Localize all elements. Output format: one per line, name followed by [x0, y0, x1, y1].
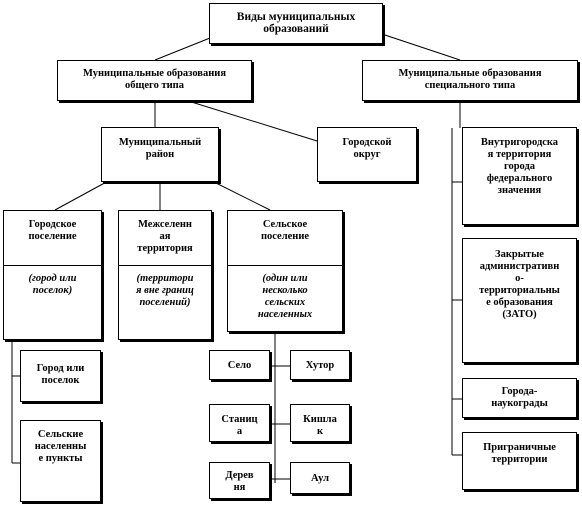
khutor-label: Хутор	[305, 360, 335, 371]
town-or-village-label: Город или поселок	[36, 363, 85, 386]
rural-localities-label: Сельские населенны е пункты	[34, 429, 87, 464]
derevnya-label: Дерев ня	[225, 470, 254, 493]
border-territories-label: Приграничные территории	[483, 442, 556, 465]
special-type-label: Муниципальные образования специального т…	[398, 68, 542, 91]
inter-settlement-note: (территори я вне границ поселений)	[136, 273, 194, 308]
rural-settlement-note: (один или несколько сельских населенных	[257, 273, 313, 320]
urban-okrug-node: Городской округ	[317, 127, 417, 182]
kishlak-label: Кишла к	[303, 414, 337, 437]
stanitsa-node: Станиц а	[209, 404, 270, 442]
special-type-node: Муниципальные образования специального т…	[362, 60, 578, 101]
urban-okrug-label: Городской округ	[342, 137, 392, 160]
aul-node: Аул	[290, 462, 350, 494]
border-territories-node: Приграничные территории	[462, 432, 577, 490]
intracity-territory-label: Внутригородска я территория города федер…	[480, 137, 559, 196]
town-or-village-node: Город или поселок	[20, 350, 101, 402]
root-node: Виды муниципальных образований	[209, 3, 383, 44]
science-cities-node: Города- наукограды	[462, 378, 577, 418]
urban-settlement-title: Городское поселение	[28, 219, 77, 242]
aul-label: Аул	[311, 473, 329, 484]
rural-settlement-title: Сельское поселение	[260, 219, 310, 242]
khutor-node: Хутор	[290, 350, 350, 380]
general-type-node: Муниципальные образования общего типа	[57, 60, 252, 101]
rural-localities-node: Сельские населенны е пункты	[20, 420, 101, 502]
rural-settlement-node: Сельское поселение (один или несколько с…	[227, 210, 343, 332]
selo-node: Село	[209, 350, 270, 380]
root-label: Виды муниципальных образований	[236, 11, 356, 35]
urban-settlement-node: Городское поселение (город или поселок)	[3, 210, 102, 340]
municipal-district-label: Муниципальный район	[118, 137, 202, 160]
urban-settlement-note: (город или поселок)	[28, 273, 77, 296]
rural-settlement-divider	[228, 265, 342, 266]
inter-settlement-divider	[119, 265, 211, 266]
municipal-district-node: Муниципальный район	[101, 127, 219, 182]
selo-label: Село	[227, 360, 252, 371]
zato-node: Закрытые административн о- территориальн…	[462, 238, 577, 363]
stanitsa-label: Станиц а	[221, 414, 258, 437]
kishlak-node: Кишла к	[290, 404, 350, 442]
inter-settlement-node: Межселенн ая территория (территори я вне…	[118, 210, 212, 340]
urban-settlement-divider	[4, 265, 101, 266]
general-type-label: Муниципальные образования общего типа	[82, 68, 227, 91]
zato-label: Закрытые административн о- территориальн…	[479, 249, 560, 320]
intracity-territory-node: Внутригородска я территория города федер…	[462, 127, 577, 225]
inter-settlement-title: Межселенн ая территория	[137, 219, 193, 254]
science-cities-label: Города- наукограды	[491, 386, 548, 409]
derevnya-node: Дерев ня	[209, 462, 270, 499]
